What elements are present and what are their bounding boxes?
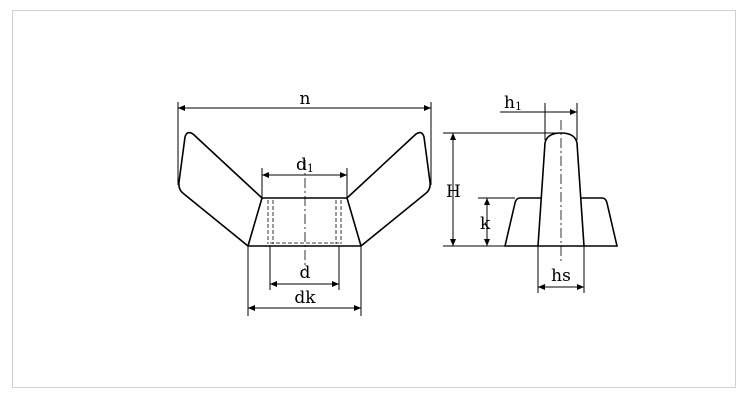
dk-label: dk [294,288,316,308]
right-wing-outline [346,131,431,247]
d-label: d [300,263,311,283]
d1-label: d1 [296,155,314,175]
nut-body-outline [247,197,362,247]
drawing-frame [12,10,736,388]
H-label: H [446,182,461,202]
h1-label: h1 [504,93,522,113]
h2-label: hs [551,266,571,286]
n-label: n [300,89,311,109]
side-view: h1 H k hs [443,93,618,293]
side-right-shoulder [580,197,618,247]
side-left-shoulder [504,197,542,247]
k-label: k [480,214,491,234]
front-view: n d1 d dk [177,89,432,316]
left-wing-outline [178,131,263,247]
